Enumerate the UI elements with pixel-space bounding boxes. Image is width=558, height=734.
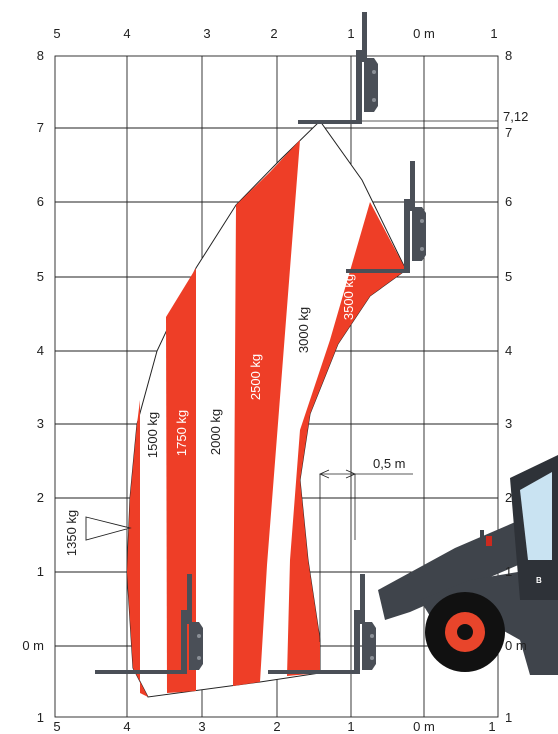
left-axis-tick: 0 m	[22, 638, 44, 653]
bottom-axis: 5 4 3 2 1 0 m 1	[53, 719, 495, 734]
right-axis-tick: 1	[505, 710, 512, 725]
fork-carriage-mid	[346, 161, 426, 273]
top-axis-tick: 1	[347, 26, 354, 41]
zone-label-1500: 1500 kg	[145, 412, 160, 458]
left-axis-tick: 7	[37, 120, 44, 135]
bottom-axis-tick: 5	[53, 719, 60, 734]
zone-label-1750: 1750 kg	[174, 410, 189, 456]
zone-label-3000: 3000 kg	[296, 307, 311, 353]
offset-label: 0,5 m	[373, 456, 406, 471]
right-axis-tick: 6	[505, 194, 512, 209]
telehandler-cab-window	[520, 472, 552, 560]
max-height-label: 7,12	[503, 109, 528, 124]
zone-label-1350: 1350 kg	[64, 510, 79, 556]
telehandler-machine: B	[378, 455, 558, 675]
top-axis-tick: 2	[270, 26, 277, 41]
right-axis-tick: 1	[505, 564, 512, 579]
zone-labels: 1350 kg 1500 kg 1750 kg 2000 kg 2500 kg …	[64, 274, 356, 556]
right-axis-tick: 0 m	[505, 638, 527, 653]
zone-label-3500: 3500 kg	[341, 274, 356, 320]
bottom-axis-tick: 0 m	[413, 719, 435, 734]
load-envelope	[126, 120, 407, 698]
bottom-axis-tick: 2	[273, 719, 280, 734]
bottom-axis-tick: 1	[347, 719, 354, 734]
zone-label-2000: 2000 kg	[208, 409, 223, 455]
left-axis-tick: 6	[37, 194, 44, 209]
left-axis-tick: 1	[37, 564, 44, 579]
top-axis-tick: 0 m	[413, 26, 435, 41]
right-axis: 8 7 6 5 4 3 2 1 0 m 1	[505, 48, 527, 725]
offset-dimension	[319, 469, 413, 642]
left-axis-tick: 1	[37, 710, 44, 725]
left-axis-tick: 5	[37, 269, 44, 284]
right-axis-tick: 7	[505, 125, 512, 140]
left-axis: 8 7 6 5 4 3 2 1 0 m 1	[22, 48, 44, 725]
bottom-axis-tick: 4	[123, 719, 130, 734]
zone-3500-band	[287, 202, 406, 676]
left-axis-tick: 4	[37, 343, 44, 358]
zone-2500-band	[233, 140, 300, 686]
left-axis-tick: 8	[37, 48, 44, 63]
bottom-axis-tick: 3	[198, 719, 205, 734]
right-axis-tick: 3	[505, 416, 512, 431]
right-axis-tick: 5	[505, 269, 512, 284]
top-axis-tick: 4	[123, 26, 130, 41]
left-axis-tick: 2	[37, 490, 44, 505]
fork-carriage-top	[298, 12, 378, 124]
top-axis-tick: 1	[490, 26, 497, 41]
zone-label-2500: 2500 kg	[248, 354, 263, 400]
fork-carriage-ground	[268, 574, 376, 674]
top-axis-tick: 5	[53, 26, 60, 41]
zone-1350-band	[127, 400, 148, 697]
telehandler-brand-badge: B	[536, 576, 542, 585]
right-axis-tick: 8	[505, 48, 512, 63]
fork-carriage-left	[95, 574, 203, 674]
bottom-axis-tick: 1	[488, 719, 495, 734]
zone-1350-marker	[85, 516, 132, 541]
right-axis-tick: 4	[505, 343, 512, 358]
left-axis-tick: 3	[37, 416, 44, 431]
top-axis-tick: 3	[203, 26, 210, 41]
right-axis-tick: 2	[505, 490, 512, 505]
top-axis: 5 4 3 2 1 0 m 1	[53, 26, 497, 41]
